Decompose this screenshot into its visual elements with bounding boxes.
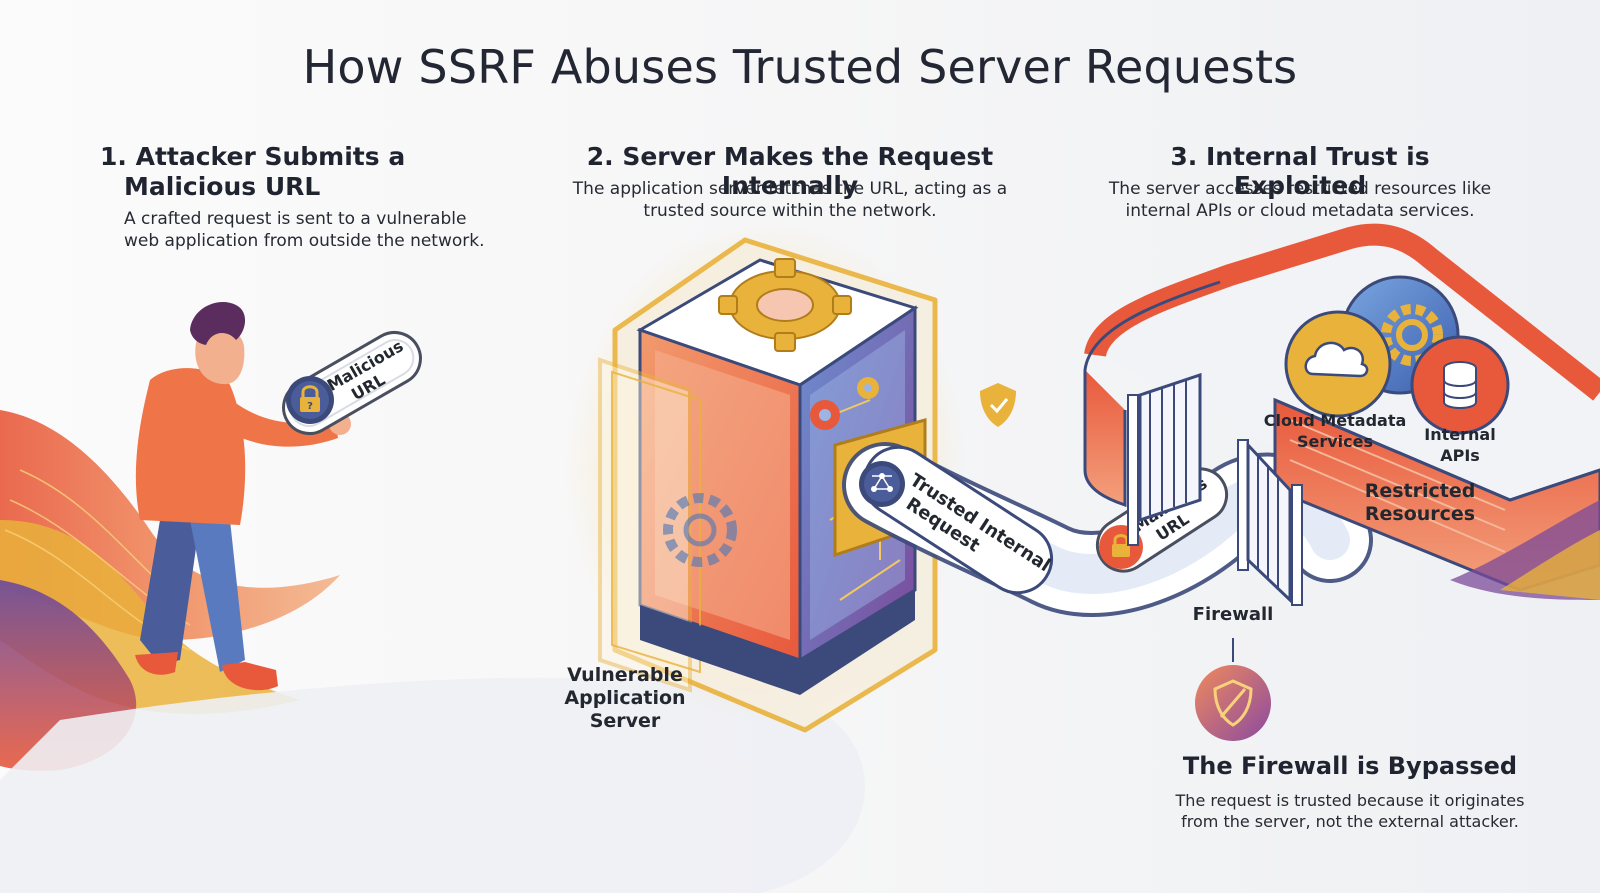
firewall-gate	[1127, 372, 1303, 606]
shield-slash-icon	[1195, 665, 1271, 741]
internal-apis-label: Internal APIs	[1410, 424, 1510, 466]
server-label-line1: Vulnerable	[567, 664, 683, 686]
lock-icon: ?	[286, 376, 334, 424]
bypass-desc-line2: from the server, not the external attack…	[1181, 812, 1519, 831]
server-label: Vulnerable Application Server	[540, 664, 710, 733]
server-label-line2: Application	[564, 687, 686, 709]
cloud-metadata-label: Cloud Metadata Services	[1250, 410, 1420, 452]
bypass-desc-line1: The request is trusted because it origin…	[1175, 791, 1525, 810]
firewall-label: Firewall	[1192, 604, 1274, 625]
step3-desc-line1: The server accesses restricted resources…	[1108, 179, 1492, 199]
vulnerable-server	[598, 237, 938, 733]
shield-check-icon	[980, 383, 1016, 427]
cloud-icon	[1284, 310, 1392, 418]
page-title: How SSRF Abuses Trusted Server Requests	[302, 40, 1298, 94]
floor-shadow	[0, 677, 865, 893]
step3-heading: 3. Internal Trust is Exploited	[1170, 142, 1430, 200]
svg-text:?: ?	[307, 401, 313, 412]
step1-heading-line1: 1. Attacker Submits a	[100, 142, 406, 171]
restricted-label-line1: Restricted	[1364, 480, 1476, 502]
server-label-line3: Server	[589, 710, 661, 732]
network-icon	[859, 461, 905, 507]
side-gear-icon	[663, 493, 737, 567]
attacker-figure	[135, 301, 351, 691]
bypass-heading: The Firewall is Bypassed	[1182, 752, 1518, 780]
cloud-label-line1: Cloud Metadata	[1263, 411, 1407, 430]
gear-icon-blue	[1381, 304, 1443, 366]
gear-icon	[718, 258, 852, 352]
database-icon	[1410, 335, 1510, 435]
step1-desc-line1: A crafted request is sent to a vulnerabl…	[124, 209, 467, 229]
restricted-resources-label: Restricted Resources	[1340, 480, 1500, 526]
step1-desc-line2: web application from outside the network…	[124, 231, 485, 251]
step2-desc-line2: trusted source within the network.	[643, 201, 937, 221]
step2-heading: 2. Server Makes the Request Internally	[586, 142, 994, 200]
step1-heading-line2: Malicious URL	[124, 172, 321, 201]
small-gear-icon	[810, 400, 840, 430]
small-gear-icon-2	[857, 377, 879, 399]
step3-desc-line2: internal APIs or cloud metadata services…	[1125, 201, 1475, 221]
step2-desc-line1: The application server fetches the URL, …	[572, 179, 1008, 199]
apis-label-line2: APIs	[1440, 446, 1480, 465]
apis-label-line1: Internal	[1424, 425, 1496, 444]
cloud-label-line2: Services	[1296, 432, 1374, 451]
restricted-label-line2: Resources	[1364, 503, 1476, 525]
